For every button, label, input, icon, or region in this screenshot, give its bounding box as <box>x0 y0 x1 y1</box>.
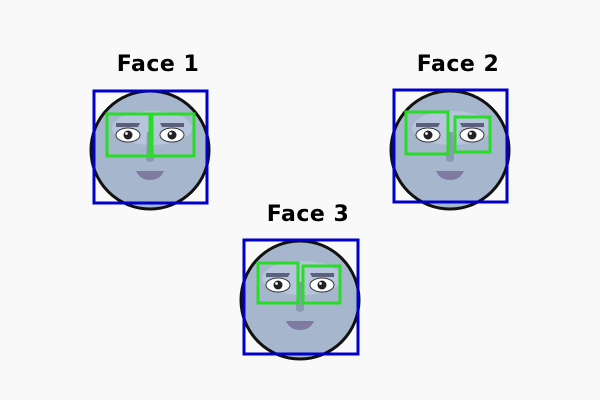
left-eye-glint <box>275 282 278 285</box>
left-eyebrow <box>416 123 440 127</box>
eye-bounding-box-3b <box>301 264 342 305</box>
right-eyebrow <box>310 273 334 277</box>
left-eyebrow <box>266 273 290 277</box>
left-eye-glint <box>125 132 128 135</box>
face-group-1: Face 1 <box>89 52 211 211</box>
mouth <box>286 321 314 330</box>
left-eye <box>265 277 291 293</box>
face-illustration-3 <box>239 239 361 361</box>
face-group-2: Face 2 <box>389 52 511 211</box>
right-eye-glint <box>169 132 172 135</box>
mouth <box>436 171 464 180</box>
face-bounding-box-3 <box>242 238 360 356</box>
right-eye-glint <box>319 282 322 285</box>
eye-bounding-box-2a <box>404 110 450 156</box>
face-label-2: Face 2 <box>417 52 500 77</box>
right-iris <box>317 280 327 290</box>
eye-bounding-box-1b <box>150 112 196 158</box>
right-eyebrow <box>160 123 184 127</box>
left-iris <box>123 130 133 140</box>
right-eye-glint <box>469 132 472 135</box>
left-eye <box>115 127 141 143</box>
right-eye <box>159 127 185 143</box>
face-label-1: Face 1 <box>117 52 200 77</box>
eye-bounding-box-2b <box>453 115 492 154</box>
right-eye <box>459 127 485 143</box>
face-label-3: Face 3 <box>267 202 350 227</box>
left-eye-glint <box>425 132 428 135</box>
right-iris <box>167 130 177 140</box>
eye-bounding-box-3a <box>256 261 300 305</box>
right-eyebrow <box>460 123 484 127</box>
eye-bounding-box-1a <box>105 112 152 158</box>
face-group-3: Face 3 <box>239 202 361 361</box>
left-eye <box>415 127 441 143</box>
right-eye <box>309 277 335 293</box>
face-bounding-box-2 <box>392 88 509 204</box>
left-iris <box>423 130 433 140</box>
right-iris <box>467 130 477 140</box>
left-iris <box>273 280 283 290</box>
mouth <box>136 171 164 180</box>
left-eyebrow <box>116 123 140 127</box>
face-bounding-box-1 <box>92 89 209 205</box>
